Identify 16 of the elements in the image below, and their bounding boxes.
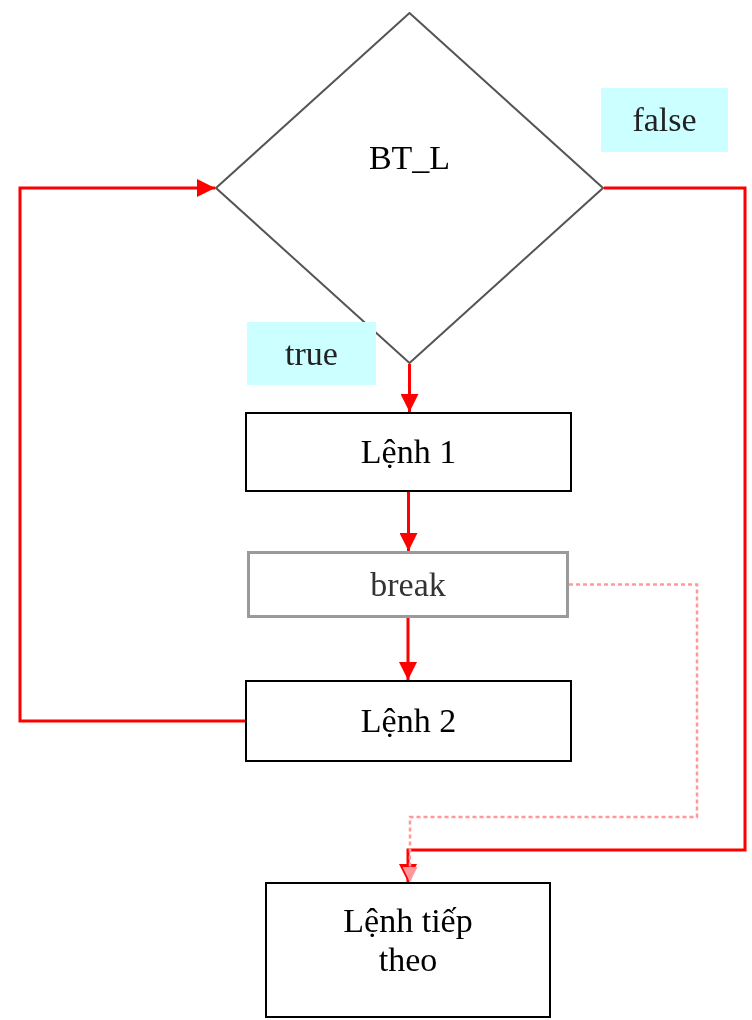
edge-label: false (601, 88, 728, 152)
arrow (402, 583, 699, 882)
statement-text: Lệnh 1 (360, 432, 457, 472)
edge-label: true (247, 322, 376, 385)
process-box (245, 412, 572, 492)
process-box (265, 882, 551, 1018)
arrow (400, 364, 419, 412)
arrow (399, 492, 418, 551)
statement-text: Lệnh 2 (360, 701, 457, 741)
condition-text: BT_L (368, 138, 451, 178)
statement-text: Lệnh tiếp theo (342, 900, 474, 980)
process-box (245, 680, 572, 762)
arrow (18, 179, 245, 723)
statement-text: break (370, 564, 446, 605)
arrow (399, 618, 417, 680)
process-box (247, 551, 569, 618)
